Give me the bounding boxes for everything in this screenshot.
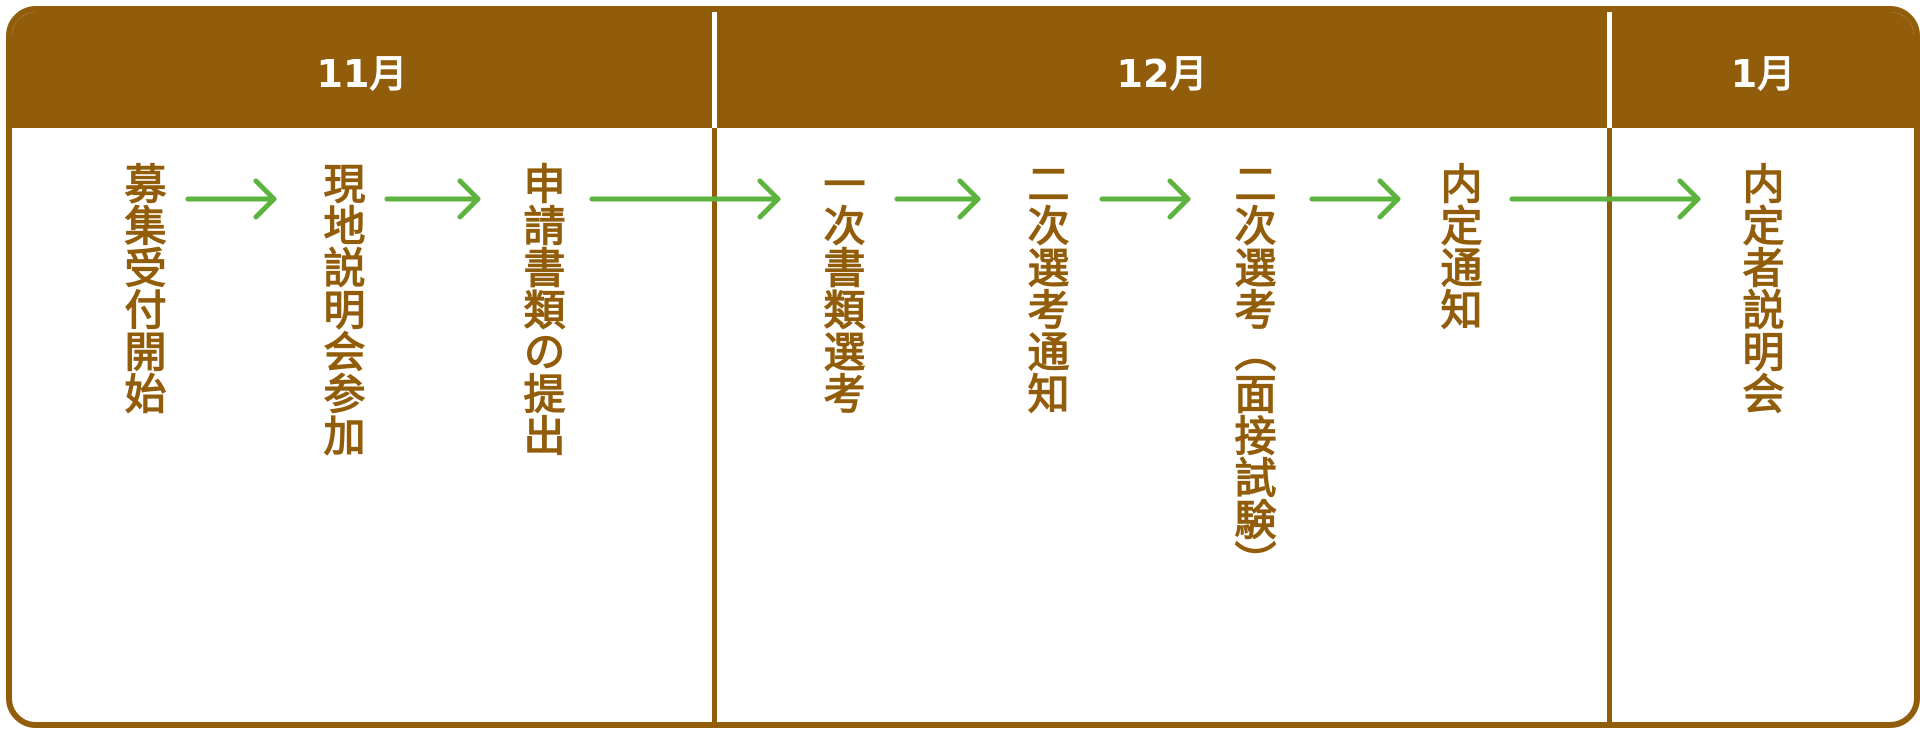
step-application-submission: 申請書類の提出 <box>517 162 566 456</box>
month-divider-1 <box>712 128 717 722</box>
step-offer-notice: 内定通知 <box>1434 162 1483 330</box>
step-second-screening-notice: 二次選考通知 <box>1021 162 1070 414</box>
step-second-screening-interview: 二次選考（面接試験） <box>1228 162 1277 582</box>
arrow-2 <box>384 178 481 220</box>
month-label-november: 11月 <box>316 51 408 96</box>
step-site-briefing: 現地説明会参加 <box>317 162 366 456</box>
arrow-3 <box>589 178 781 220</box>
step-recruitment-start: 募集受付開始 <box>118 162 167 414</box>
month-label-january: 1月 <box>1730 51 1796 96</box>
arrow-7 <box>1509 178 1701 220</box>
month-header-bar <box>12 12 1914 128</box>
schedule-timeline: 11月 12月 1月 <box>6 6 1920 728</box>
arrow-6 <box>1309 178 1401 220</box>
month-divider-header-1 <box>712 12 717 128</box>
arrow-4 <box>894 178 981 220</box>
step-offer-briefing: 内定者説明会 <box>1736 162 1785 414</box>
arrow-5 <box>1099 178 1191 220</box>
month-divider-header-2 <box>1607 12 1612 128</box>
flow-arrows <box>185 178 1701 220</box>
month-label-december: 12月 <box>1116 51 1208 96</box>
arrow-1 <box>185 178 277 220</box>
step-first-document-screening: 一次書類選考 <box>817 162 866 414</box>
month-divider-2 <box>1607 128 1612 722</box>
